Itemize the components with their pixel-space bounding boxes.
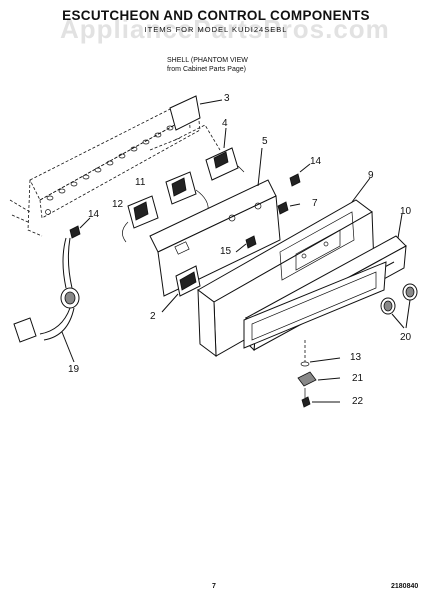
part-21-clip	[297, 371, 341, 387]
callout-11: 11	[135, 177, 146, 188]
shell-slots	[45, 113, 183, 215]
part-2-connector	[161, 265, 201, 313]
shell-note: SHELL (PHANTOM VIEW from Cabinet Parts P…	[167, 56, 248, 74]
page-subtitle: ITEMS FOR MODEL KUDI24SEBL	[144, 25, 288, 34]
callout-7: 7	[312, 198, 318, 209]
part-4-switch	[205, 127, 245, 181]
part-22-screw	[301, 388, 340, 408]
screw-7	[277, 201, 301, 215]
callout-14-right: 14	[310, 156, 322, 167]
part-13-washer	[300, 340, 341, 367]
screw-14-left	[69, 217, 91, 239]
callout-10: 10	[400, 206, 412, 217]
callout-14-left: 14	[88, 209, 100, 220]
shell-note-line-1: SHELL (PHANTOM VIEW	[167, 57, 248, 64]
callout-19: 19	[68, 364, 80, 375]
callout-21: 21	[352, 373, 364, 384]
trim-panel-visible	[243, 261, 387, 349]
part-19-wire-harness	[13, 237, 80, 363]
document-number: 2180840	[391, 583, 419, 590]
page-number: 7	[212, 583, 216, 590]
callout-5: 5	[262, 136, 268, 147]
screw-15	[235, 235, 257, 253]
callout-9: 9	[368, 170, 374, 181]
part-11-switch	[165, 171, 209, 213]
callout-4: 4	[222, 118, 228, 129]
callout-20: 20	[400, 332, 412, 343]
callout-15: 15	[220, 246, 232, 257]
page-title: ESCUTCHEON AND CONTROL COMPONENTS	[62, 8, 370, 23]
callout-2: 2	[150, 311, 156, 322]
callout-3: 3	[224, 93, 230, 104]
part-20-knobs	[380, 283, 418, 329]
callout-22: 22	[352, 396, 364, 407]
part-3-bracket	[169, 95, 223, 131]
screw-14-right	[289, 163, 311, 187]
shell-note-line-2: from Cabinet Parts Page)	[167, 66, 246, 73]
callout-12: 12	[112, 199, 124, 210]
part-12-switch	[122, 195, 159, 243]
callout-13: 13	[350, 352, 362, 363]
